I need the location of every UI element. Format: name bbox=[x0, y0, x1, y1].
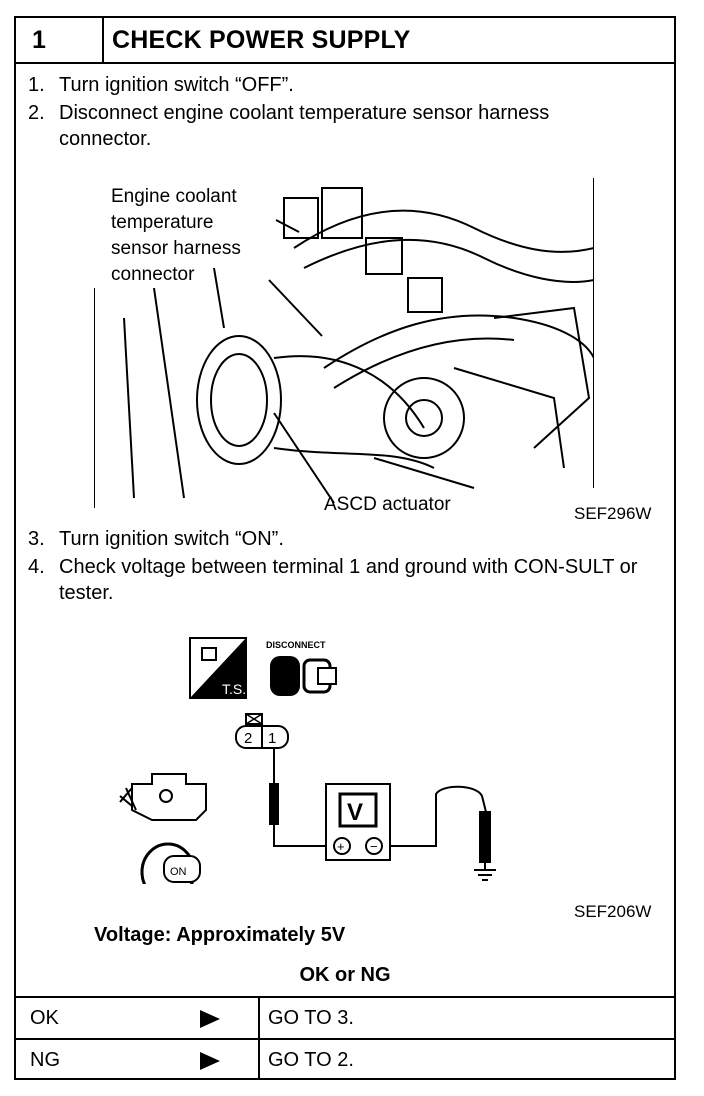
minus-terminal: − bbox=[370, 839, 378, 854]
result-status: OK bbox=[30, 1007, 59, 1029]
result-action: GO TO 3. bbox=[268, 1007, 354, 1029]
result-status: NG bbox=[30, 1049, 60, 1071]
voltmeter-icon: V + − bbox=[325, 783, 391, 861]
engine-icon bbox=[119, 773, 207, 821]
step-header: 1 CHECK POWER SUPPLY bbox=[16, 18, 674, 64]
result-table: OK GO TO 3. NG GO TO 2. bbox=[14, 996, 676, 1080]
ignition-key-on-icon: ON bbox=[140, 842, 201, 902]
voltage-specification: Voltage: Approximately 5V bbox=[94, 924, 346, 946]
step-title: CHECK POWER SUPPLY bbox=[112, 26, 411, 54]
harness-connector-icon: 2 1 bbox=[235, 713, 289, 749]
figure1-ref-code: SEF296W bbox=[574, 504, 652, 523]
result-heading: OK or NG bbox=[299, 964, 391, 986]
plus-terminal: + bbox=[337, 839, 345, 854]
figure1-callout: Engine coolant temperature sensor harnes… bbox=[111, 186, 241, 285]
result-action: GO TO 2. bbox=[268, 1049, 354, 1071]
step-number: 1 bbox=[16, 18, 104, 62]
disconnect-connector-icon: DISCONNECT bbox=[266, 640, 337, 696]
test-setup-diagram: T.S. DISCONNECT 2 1 bbox=[106, 634, 526, 902]
key-on-label: ON bbox=[170, 866, 187, 878]
disconnect-label: DISCONNECT bbox=[266, 640, 326, 650]
procedure-frame: 1 CHECK POWER SUPPLY 1. Turn ignition sw… bbox=[14, 16, 676, 1080]
terminal-1-label: 1 bbox=[268, 730, 276, 747]
tester-icon: T.S. bbox=[189, 637, 247, 699]
result-row-ng: NG GO TO 2. bbox=[14, 1038, 676, 1080]
meter-label: V bbox=[347, 799, 363, 826]
ascd-actuator-label: ASCD actuator bbox=[324, 494, 451, 515]
terminal-2-label: 2 bbox=[244, 730, 252, 747]
result-row-ok: OK GO TO 3. bbox=[14, 996, 676, 1038]
arrow-right-icon bbox=[200, 1010, 220, 1028]
arrow-right-icon bbox=[200, 1052, 220, 1070]
ts-label: T.S. bbox=[222, 681, 246, 697]
figure2-ref-code: SEF206W bbox=[574, 902, 652, 921]
